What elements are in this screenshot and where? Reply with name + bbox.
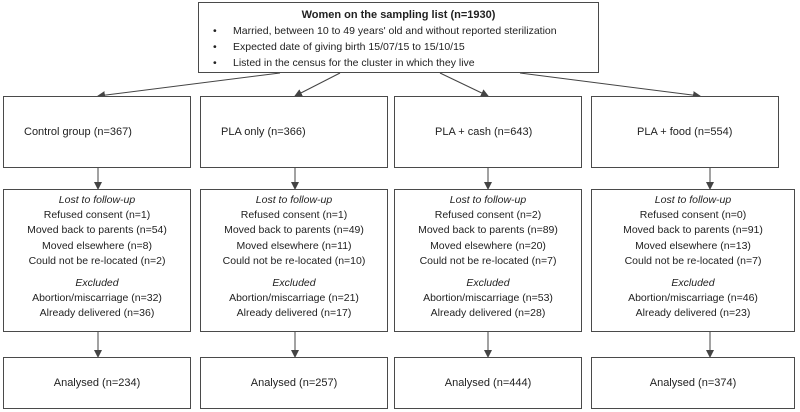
group-box-pla-cash: PLA + cash (n=643) <box>394 96 582 168</box>
lost-item: Moved back to parents (n=49) <box>224 224 364 237</box>
analysed-box-pla-cash: Analysed (n=444) <box>394 357 582 409</box>
lost-item: Moved elsewhere (n=11) <box>236 239 352 252</box>
excluded-item: Already delivered (n=28) <box>430 307 546 320</box>
lost-item: Moved elsewhere (n=8) <box>41 239 152 252</box>
excluded-heading: Excluded <box>75 277 119 290</box>
lost-item: Could not be re-located (n=7) <box>624 254 762 267</box>
criteria-item: • Expected date of giving birth 15/07/15 … <box>213 39 598 55</box>
analysed-box-pla-only: Analysed (n=257) <box>200 357 388 409</box>
group-label: PLA + cash (n=643) <box>435 126 533 138</box>
analysed-label: Analysed (n=257) <box>250 377 338 389</box>
excluded-heading: Excluded <box>272 277 316 290</box>
group-label: Control group (n=367) <box>24 126 132 138</box>
lost-item: Refused consent (n=1) <box>240 209 348 222</box>
lost-item: Moved elsewhere (n=20) <box>430 239 546 252</box>
excluded-item: Abortion/miscarriage (n=46) <box>628 292 758 305</box>
analysed-box-pla-food: Analysed (n=374) <box>591 357 795 409</box>
arrow-top-to-pla-cash <box>439 72 489 97</box>
lost-item: Moved back to parents (n=54) <box>27 224 167 237</box>
group-label: PLA only (n=366) <box>221 126 306 138</box>
sampling-list-title: Women on the sampling list (n=1930) <box>301 9 496 21</box>
lost-box-pla-only: Lost to follow-up Refused consent (n=1) … <box>200 189 388 332</box>
arrow-top-to-pla-only <box>294 72 341 97</box>
arrow-top-to-pla-food <box>519 72 701 100</box>
bullet-icon: • <box>213 41 217 53</box>
excluded-heading: Excluded <box>466 277 510 290</box>
excluded-heading: Excluded <box>671 277 715 290</box>
excluded-item: Already delivered (n=17) <box>236 307 352 320</box>
criteria-text: Listed in the census for the cluster in … <box>233 57 475 69</box>
sampling-list-box: Women on the sampling list (n=1930) • Mar… <box>198 2 599 73</box>
lost-heading: Lost to follow-up <box>58 194 136 206</box>
lost-box-pla-food: Lost to follow-up Refused consent (n=0) … <box>591 189 795 332</box>
analysed-label: Analysed (n=444) <box>444 377 532 389</box>
bullet-icon: • <box>213 57 217 69</box>
criteria-item: • Listed in the census for the cluster in… <box>213 55 598 71</box>
lost-item: Could not be re-located (n=7) <box>419 254 557 267</box>
excluded-item: Already delivered (n=36) <box>39 307 155 320</box>
lost-item: Moved elsewhere (n=13) <box>635 239 751 252</box>
criteria-text: Married, between 10 to 49 years' old and… <box>233 25 557 37</box>
lost-heading: Lost to follow-up <box>449 194 527 206</box>
analysed-label: Analysed (n=374) <box>649 377 737 389</box>
group-box-control: Control group (n=367) <box>3 96 191 168</box>
lost-item: Refused consent (n=1) <box>43 209 151 222</box>
excluded-item: Abortion/miscarriage (n=32) <box>32 292 162 305</box>
bullet-icon: • <box>213 25 217 37</box>
lost-item: Could not be re-located (n=10) <box>222 254 366 267</box>
excluded-item: Abortion/miscarriage (n=53) <box>423 292 553 305</box>
group-label: PLA + food (n=554) <box>637 126 733 138</box>
criteria-item: • Married, between 10 to 49 years' old an… <box>213 23 598 39</box>
spacer <box>201 269 387 276</box>
lost-item: Refused consent (n=2) <box>434 209 542 222</box>
lost-heading: Lost to follow-up <box>255 194 333 206</box>
criteria-text: Expected date of giving birth 15/07/15 t… <box>233 41 465 53</box>
arrow-top-to-control <box>97 72 281 100</box>
lost-item: Moved back to parents (n=89) <box>418 224 558 237</box>
lost-box-control: Lost to follow-up Refused consent (n=1) … <box>3 189 191 332</box>
spacer <box>592 269 794 276</box>
group-box-pla-only: PLA only (n=366) <box>200 96 388 168</box>
lost-heading: Lost to follow-up <box>654 194 732 206</box>
spacer <box>395 269 581 276</box>
lost-item: Could not be re-located (n=2) <box>28 254 166 267</box>
spacer <box>4 269 190 276</box>
analysed-box-control: Analysed (n=234) <box>3 357 191 409</box>
excluded-item: Already delivered (n=23) <box>635 307 751 320</box>
lost-item: Moved back to parents (n=91) <box>623 224 763 237</box>
analysed-label: Analysed (n=234) <box>53 377 141 389</box>
eligibility-criteria-list: • Married, between 10 to 49 years' old an… <box>199 23 598 71</box>
lost-box-pla-cash: Lost to follow-up Refused consent (n=2) … <box>394 189 582 332</box>
excluded-item: Abortion/miscarriage (n=21) <box>229 292 359 305</box>
lost-item: Refused consent (n=0) <box>639 209 747 222</box>
group-box-pla-food: PLA + food (n=554) <box>591 96 779 168</box>
